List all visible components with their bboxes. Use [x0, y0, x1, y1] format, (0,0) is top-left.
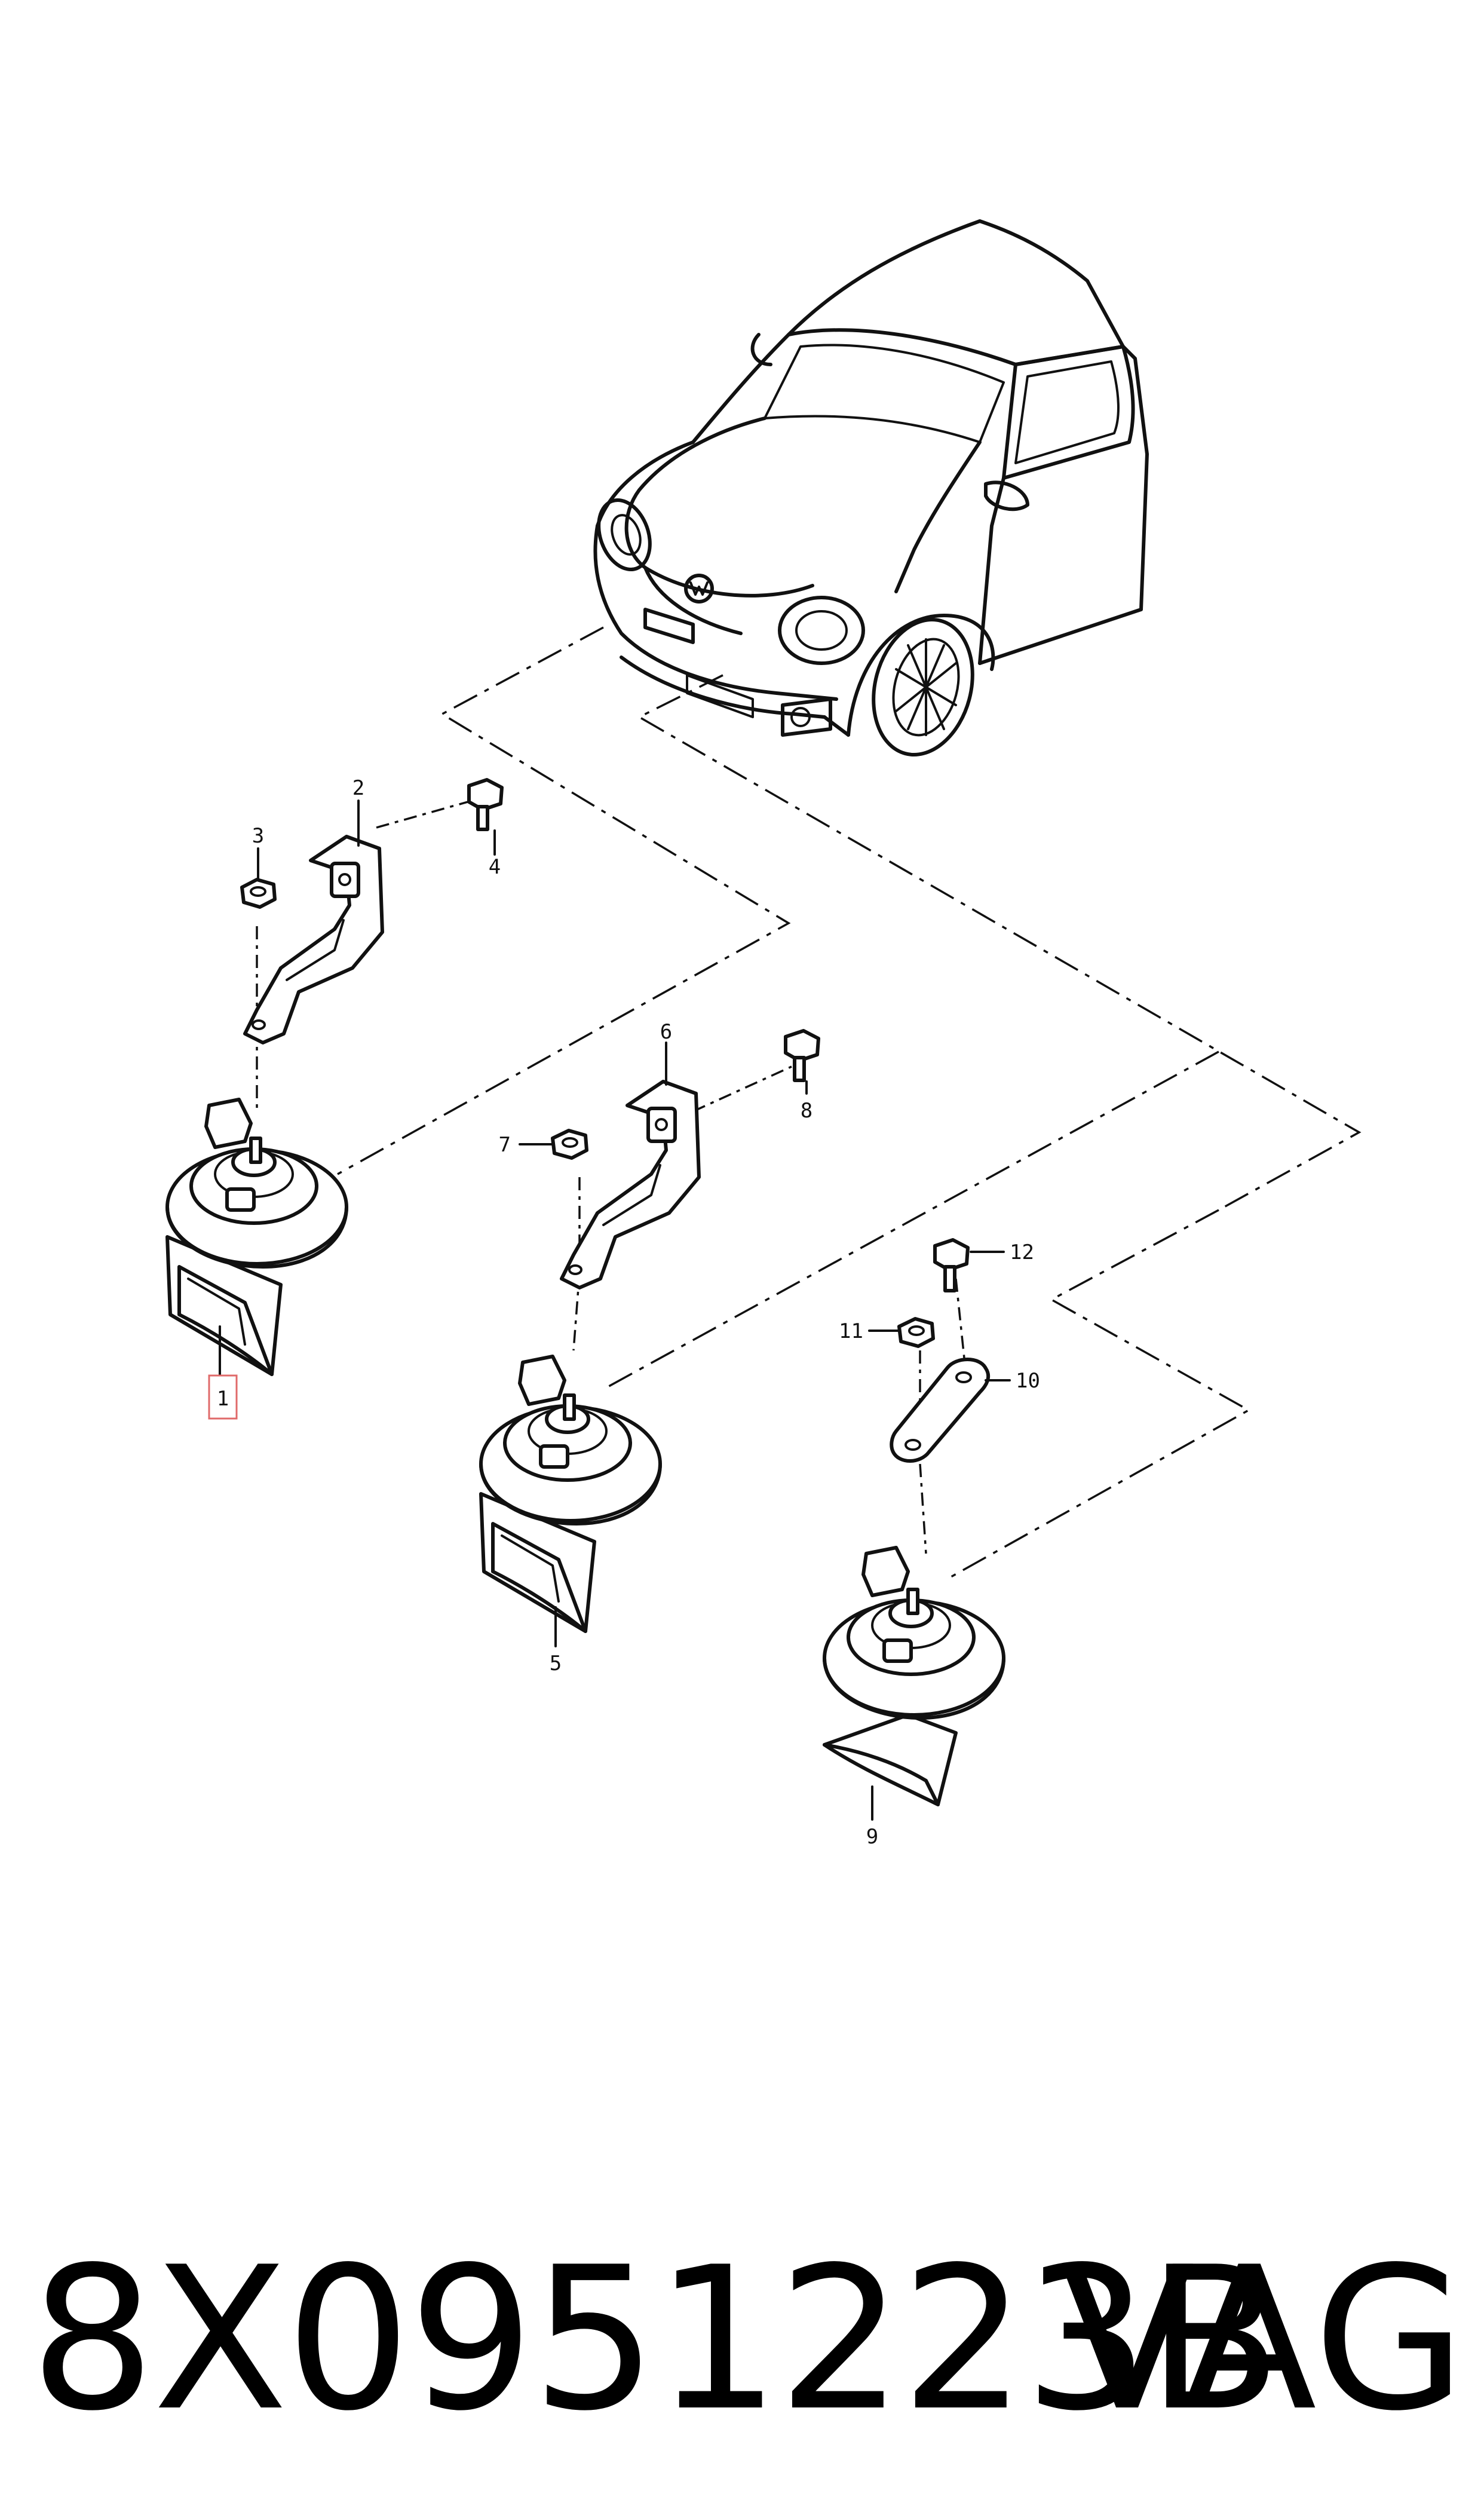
- callout-leaders: [219, 799, 873, 1821]
- callout-5: 5: [550, 1652, 562, 1675]
- nut-part-7: [519, 1129, 588, 1160]
- highlight-box-part-1: [208, 1374, 238, 1420]
- callout-labels: 1 2 3 4 5 6 7 8 9 10 11 12: [208, 776, 1040, 1849]
- brand-label: VAG: [1059, 2225, 1466, 2454]
- bolt-part-12: [933, 1238, 1005, 1292]
- callout-2: 2: [352, 776, 364, 800]
- bolt-part-4: [467, 778, 504, 856]
- parts-diagram: 1 2 3 4 5 6 7 8 9 10 11 12: [165, 219, 1362, 1849]
- bracket-part-6: [560, 1080, 701, 1289]
- callout-7: 7: [499, 1133, 511, 1157]
- plate-part-10: [890, 1358, 1011, 1463]
- leader-lines: [256, 626, 1362, 1579]
- callout-4: 4: [489, 855, 501, 879]
- callout-1: 1: [217, 1387, 229, 1411]
- callout-10: 10: [1016, 1369, 1040, 1393]
- callout-11: 11: [839, 1319, 863, 1343]
- horn-part-5: [479, 1355, 662, 1633]
- car-illustration: [593, 219, 1149, 756]
- callout-3: 3: [252, 824, 264, 848]
- callout-8: 8: [801, 1099, 812, 1123]
- nut-part-11: [868, 1317, 935, 1348]
- callout-12: 12: [1010, 1240, 1034, 1264]
- part-number: 8X0951223B: [30, 2225, 1282, 2454]
- callout-6: 6: [660, 1020, 672, 1044]
- horn-part-9: [823, 1546, 1005, 1806]
- nut-part-3: [240, 847, 277, 909]
- bracket-part-2: [243, 835, 384, 1044]
- footer: 8X0951223B VAG: [0, 2175, 1484, 2518]
- callout-9: 9: [866, 1825, 878, 1849]
- bolt-part-8: [784, 1029, 820, 1095]
- horn-part-1: [165, 1098, 348, 1376]
